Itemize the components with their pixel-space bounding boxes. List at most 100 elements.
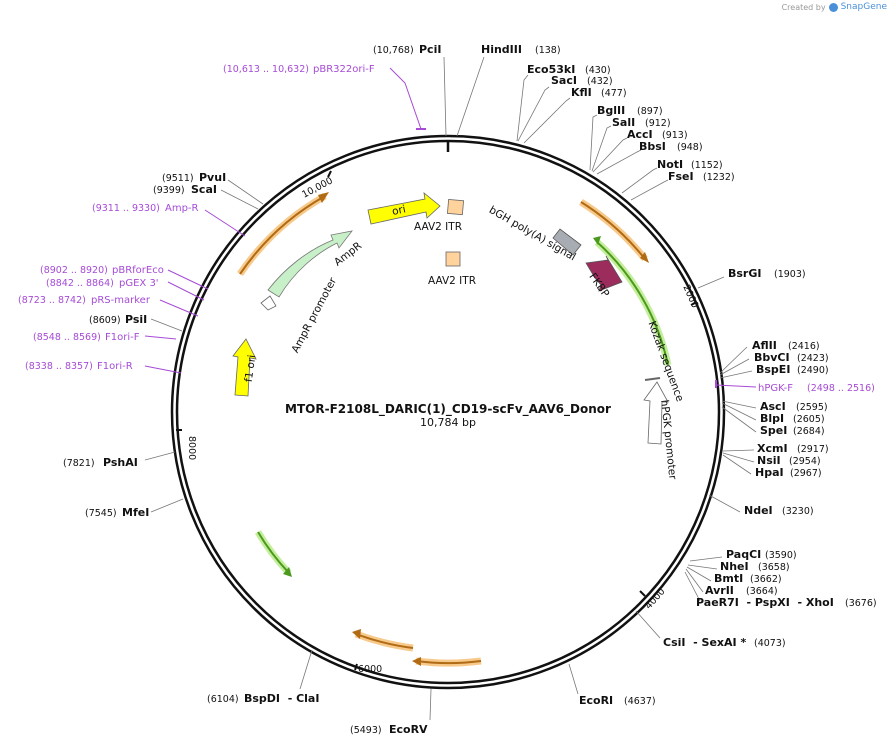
- site-name-psii: PsiI: [125, 313, 147, 326]
- site-name-pvui: PvuI: [199, 171, 226, 184]
- site-pos-fsei: (1232): [703, 172, 735, 183]
- leader-scai: [220, 189, 259, 210]
- arc-green-right: [596, 241, 669, 366]
- leader-psii: [150, 318, 183, 332]
- site-pos-paer7i: (3676): [845, 598, 877, 609]
- arrowhead-orange-bottom-left: [352, 629, 361, 639]
- site-name-acci: AccI: [627, 128, 653, 141]
- primer-labels: (10,613 .. 10,632) pBR322ori-F (9311 .. …: [18, 64, 875, 394]
- leader-noti: [621, 167, 658, 194]
- watermark-prefix: Created by: [781, 2, 826, 12]
- site-name-ecori: EcoRI: [579, 694, 613, 707]
- site-pos-csii: (4073): [754, 638, 786, 649]
- feature-aav2-itr-1: [446, 198, 465, 216]
- site-name-csii: CsiI - SexAI *: [663, 636, 746, 649]
- leader-acci: [592, 137, 628, 173]
- site-pos-kfli: (477): [601, 88, 627, 99]
- leader-csii: [635, 610, 661, 639]
- label-f1-ori: f1 ori: [243, 354, 259, 383]
- site-pos-nsii: (2954): [789, 456, 821, 467]
- site-pos-psii: (8609): [89, 315, 121, 326]
- leader-primer-f1orif: [144, 335, 177, 340]
- primer-name-pbr322ori: pBR322ori-F: [313, 64, 375, 75]
- site-name-nhei: NheI: [720, 560, 749, 573]
- site-name-pshai: PshAI: [103, 456, 138, 469]
- tick-4000: [639, 590, 646, 597]
- primer-leaders: [144, 67, 757, 388]
- site-pos-acci: (913): [662, 130, 688, 141]
- tick-10000: [327, 170, 332, 178]
- site-name-ecorv: EcoRV: [389, 723, 428, 736]
- site-pos-ndei: (3230): [782, 506, 814, 517]
- arrowhead-green-right: [593, 236, 601, 245]
- site-name-hpai: HpaI: [755, 466, 784, 479]
- label-ampr: AmpR: [332, 240, 364, 269]
- site-name-paqci: PaqCI: [726, 548, 761, 561]
- leader-primer-hpgkf: [715, 384, 757, 388]
- primer-range-ampr: (9311 .. 9330): [92, 203, 160, 214]
- primer-name-f1orif: F1ori-F: [105, 332, 140, 343]
- leader-primer-pbrforeco: [167, 269, 209, 290]
- leader-ndei: [708, 494, 741, 513]
- site-name-asci: AscI: [760, 400, 786, 413]
- site-pos-paqci: (3590): [765, 550, 797, 561]
- site-name-ndei: NdeI: [744, 504, 773, 517]
- leader-asci: [721, 400, 757, 409]
- leader-primer-prs: [159, 299, 199, 317]
- site-name-aflii: AflII: [752, 339, 777, 352]
- feature-ampr: [267, 230, 353, 298]
- leader-paer7i: [684, 571, 701, 602]
- site-pos-nhei: (3658): [758, 562, 790, 573]
- site-pos-bbvci: (2423): [797, 353, 829, 364]
- site-pos-sali: (912): [645, 118, 671, 129]
- site-labels: (10,768) PciI HindIII (138) Eco53kI (430…: [63, 43, 877, 736]
- leader-aflii: [719, 346, 748, 374]
- plasmid-length: 10,784 bp: [420, 416, 476, 429]
- plasmid-name: MTOR-F2108L_DARIC(1)_CD19-scFv_AAV6_Dono…: [285, 402, 611, 417]
- leader-bbsi: [596, 149, 642, 175]
- site-name-bbsi: BbsI: [639, 140, 666, 153]
- leader-paqci: [689, 556, 723, 562]
- leader-bspei: [719, 370, 753, 379]
- site-name-bsrgi: BsrGI: [728, 267, 761, 280]
- features: ori AmpR AmpR promoter f1 ori AAV2 ITR A…: [232, 192, 686, 481]
- site-pos-bsrgi: (1903): [774, 269, 806, 280]
- site-name-bglii: BglII: [597, 104, 625, 117]
- tick-label-2000: 2000: [680, 283, 700, 310]
- primer-range-hpgkf: (2498 .. 2516): [807, 383, 875, 394]
- snapgene-watermark: Created by SnapGene: [782, 2, 887, 12]
- leader-mfei: [150, 498, 184, 513]
- site-pos-clai: (6104): [207, 694, 239, 705]
- site-pos-ecori: (4637): [624, 696, 656, 707]
- leader-fsei: [630, 179, 669, 201]
- site-name-hindiii: HindIII: [481, 43, 522, 56]
- arrowhead-orange-ampr: [318, 192, 329, 203]
- primer-name-pbrforeco: pBRforEco: [112, 265, 164, 276]
- leader-kfli: [523, 97, 571, 144]
- site-pos-bglii: (897): [637, 106, 663, 117]
- site-name-saci: SacI: [551, 74, 577, 87]
- primer-range-pbr322ori: (10,613 .. 10,632): [223, 64, 309, 75]
- leader-pvui: [227, 179, 264, 205]
- site-pos-bmti: (3662): [750, 574, 782, 585]
- site-name-nsii: NsiI: [757, 454, 781, 467]
- leader-bsrgi: [697, 276, 725, 289]
- feature-bgh-polya: [552, 228, 582, 256]
- leader-spei: [721, 406, 757, 433]
- feature-f1-ori: [232, 338, 257, 397]
- leader-saci: [517, 86, 550, 142]
- site-pos-avrii: (3664): [746, 586, 778, 597]
- feature-fkbp: [585, 255, 623, 292]
- site-pos-pvui: (9511): [162, 173, 194, 184]
- leader-nsii: [722, 452, 755, 463]
- site-pos-hindiii: (138): [535, 45, 561, 56]
- primer-range-pbrforeco: (8902 .. 8920): [40, 265, 108, 276]
- site-name-paer7i: PaeR7I - PspXI - XhoI: [696, 596, 834, 609]
- site-pos-saci: (432): [587, 76, 613, 87]
- site-name-blpi: BlpI: [760, 412, 784, 425]
- leader-ecori: [568, 663, 579, 695]
- site-name-bspei: BspEI: [756, 363, 790, 376]
- site-name-sali: SalI: [612, 116, 635, 129]
- site-pos-asci: (2595): [796, 402, 828, 413]
- tick-label-8000: 8000: [186, 436, 197, 460]
